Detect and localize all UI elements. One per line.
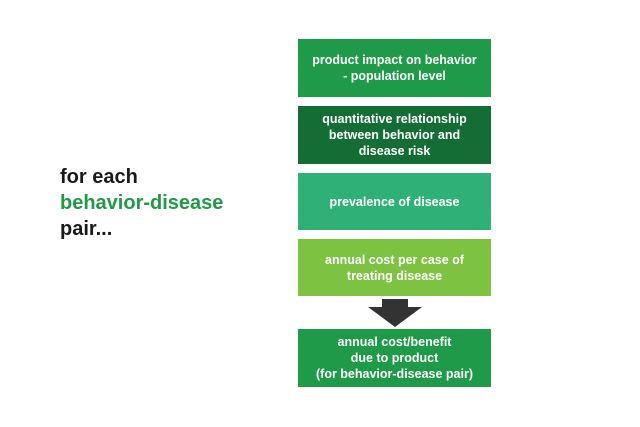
step-prevalence-box: prevalence of disease (298, 173, 491, 230)
result-text: annual cost/benefit due to product (for … (316, 334, 473, 382)
step-2-line-3: disease risk (358, 144, 431, 158)
down-arrow-shape (368, 299, 422, 327)
intro-text: for each behavior-disease pair... (60, 164, 280, 242)
step-1-line-1: product impact on behavior (312, 53, 477, 67)
intro-line-1: for each (60, 166, 138, 188)
step-4-line-2: treating disease (346, 268, 443, 283)
result-line-2: due to product (350, 351, 439, 365)
step-quantitative-relationship-box: quantitative relationship between behavi… (298, 106, 491, 164)
result-line-3: (for behavior-disease pair) (316, 367, 473, 381)
step-1-line-2: - population level (343, 69, 446, 83)
step-prevalence-text: prevalence of disease (330, 194, 460, 210)
step-quantitative-relationship-text: quantitative relationship between behavi… (322, 111, 466, 159)
step-annual-cost-text: annual cost per case of treating disease (325, 252, 464, 284)
step-3-line-1: prevalence of disease (329, 194, 460, 209)
step-product-impact-text: product impact on behavior - population … (312, 52, 477, 84)
step-product-impact-box: product impact on behavior - population … (298, 39, 491, 97)
result-line-1: annual cost/benefit (337, 335, 452, 349)
result-annual-cost-benefit-box: annual cost/benefit due to product (for … (298, 329, 491, 387)
step-annual-cost-box: annual cost per case of treating disease (298, 239, 491, 296)
step-2-line-2: between behavior and (328, 128, 461, 142)
intro-line-3: pair... (60, 218, 113, 240)
intro-line-2-highlight: behavior-disease (60, 192, 224, 214)
down-arrow-icon (368, 299, 422, 327)
step-4-line-1: annual cost per case of (325, 252, 464, 267)
step-2-line-1: quantitative relationship (322, 112, 467, 126)
